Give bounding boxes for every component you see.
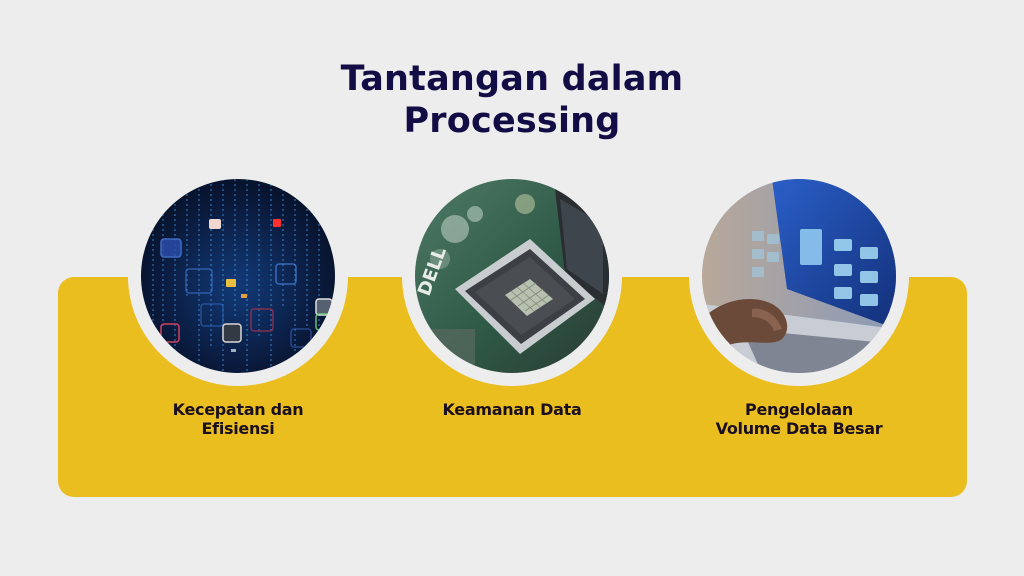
card-big-data-management: Pengelolaan Volume Data Besar	[689, 166, 909, 438]
slide-title: Tantangan dalam Processing	[0, 58, 1024, 142]
photo-ring	[689, 166, 909, 386]
card-label-line-2: Volume Data Besar	[715, 419, 883, 438]
title-line-2: Processing	[403, 101, 621, 141]
card-data-security: DELL Keamanan Data	[402, 166, 622, 419]
cpu-socket-photo: DELL	[415, 179, 609, 373]
card-label: Kecepatan dan Efisiensi	[88, 400, 388, 438]
photo-ring: DELL	[402, 166, 622, 386]
card-label-line-1: Keamanan Data	[442, 400, 582, 419]
card-label-line-1: Pengelolaan	[745, 400, 853, 419]
laptop-folders-photo	[702, 179, 896, 373]
photo-ring	[128, 166, 348, 386]
card-label-line-1: Kecepatan dan	[172, 400, 304, 419]
digital-matrix-photo	[141, 179, 335, 373]
card-speed-efficiency: Kecepatan dan Efisiensi	[128, 166, 348, 438]
card-label-line-2: Efisiensi	[201, 419, 275, 438]
card-label: Keamanan Data	[362, 400, 662, 419]
title-line-1: Tantangan dalam	[340, 59, 684, 99]
card-label: Pengelolaan Volume Data Besar	[649, 400, 949, 438]
